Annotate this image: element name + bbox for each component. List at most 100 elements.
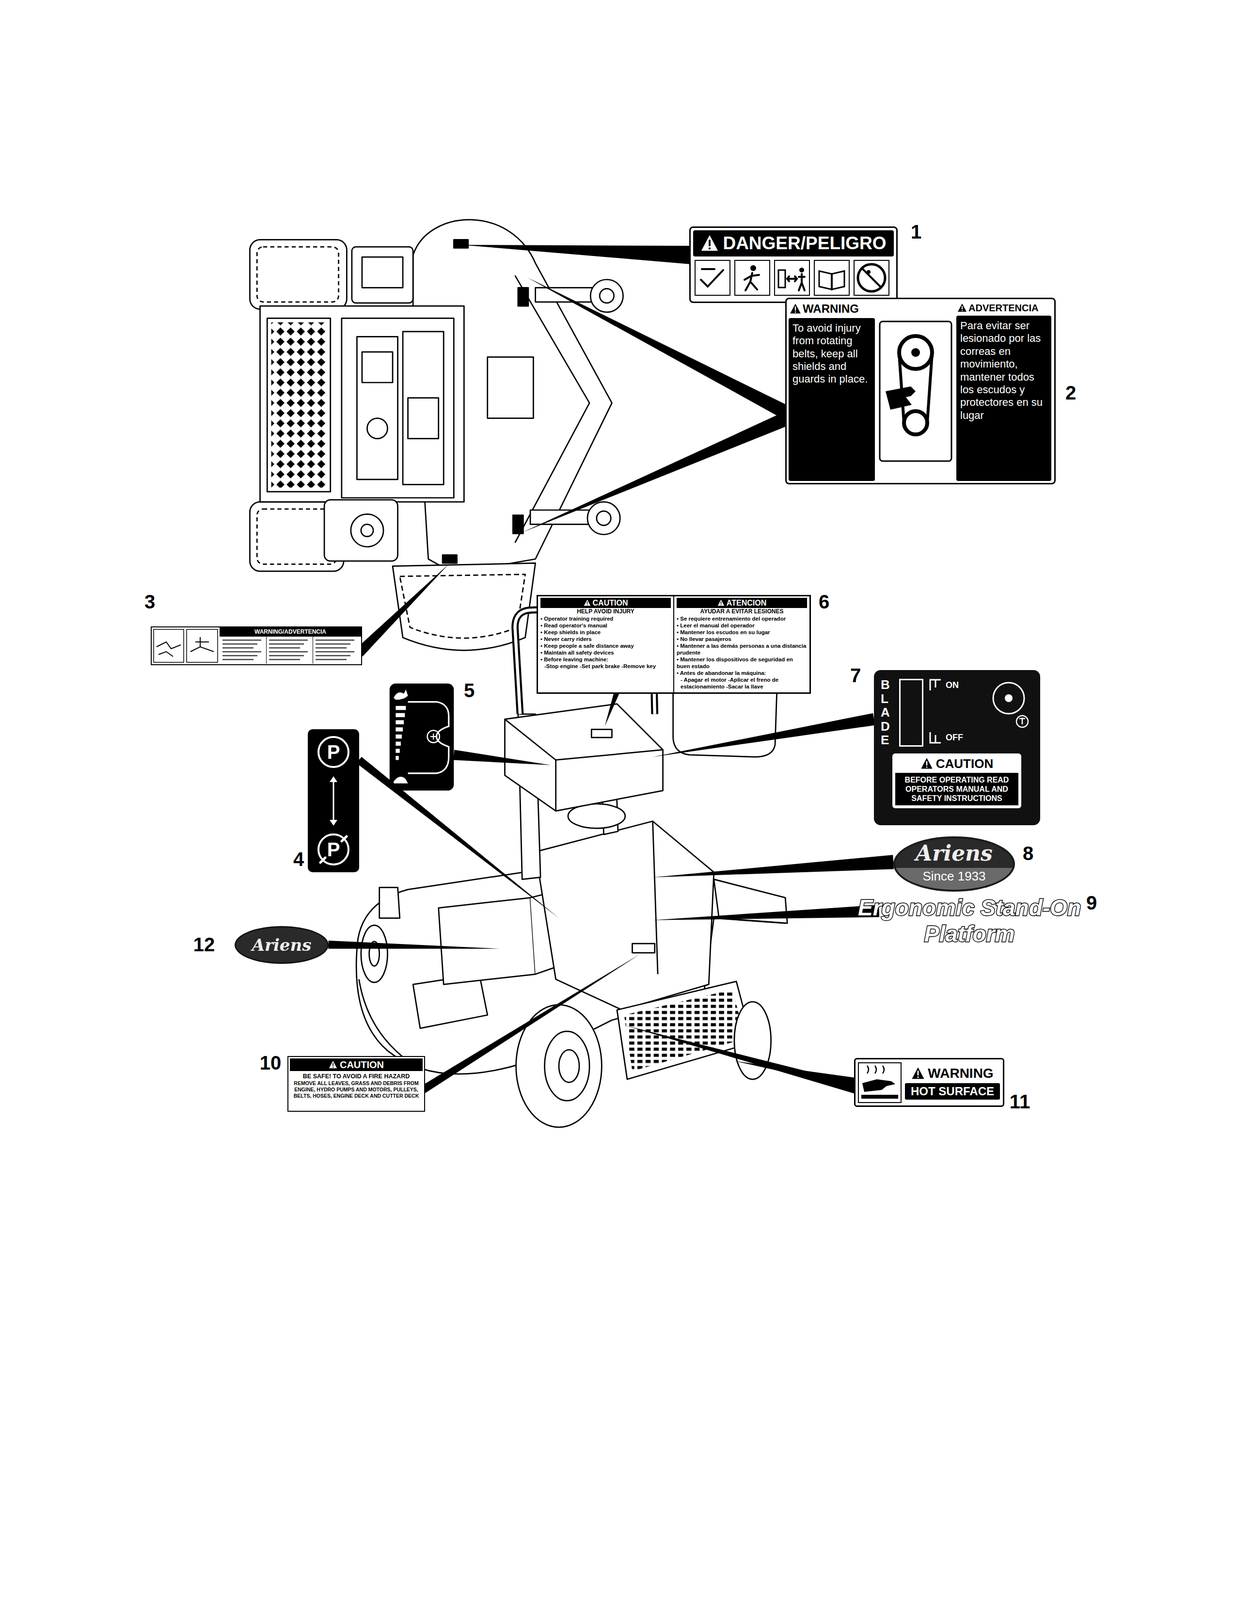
mower-top-view — [271, 322, 327, 488]
pictogram — [857, 264, 886, 292]
blade-switch-decal: BLADEONOFFCAUTIONBEFORE OPERATING READ O… — [873, 669, 1041, 825]
mower-side-view — [504, 718, 663, 760]
pictogram — [700, 269, 724, 287]
decal-heading: WARNING — [927, 1064, 994, 1082]
mower-top-view — [408, 397, 439, 439]
mower-top-view — [351, 246, 413, 303]
mower-top-view — [596, 510, 611, 525]
mower-side-view — [544, 1030, 590, 1101]
bullet-text: • Read operator's manual — [540, 621, 671, 629]
park-letter: P — [317, 833, 350, 866]
warning-triangle — [957, 302, 967, 313]
fine-print — [269, 647, 301, 649]
warning-triangle — [925, 766, 928, 768]
double-arrow — [332, 777, 335, 824]
leader-line — [328, 244, 894, 1094]
decal-body-text: Para evitar ser lesionado por las correa… — [960, 319, 1048, 422]
leader-line — [460, 244, 692, 265]
callout-number: 2 — [1051, 380, 1091, 405]
mower-side-view — [379, 887, 400, 918]
decal-column: ADVERTENCIA Para evitar ser lesionado por… — [956, 301, 1052, 481]
decal-heading: WARNING — [802, 301, 859, 317]
header-row: CAUTION — [895, 756, 1019, 771]
leader-line — [652, 854, 894, 877]
fine-print — [266, 636, 267, 664]
warning-triangle — [717, 599, 725, 606]
bullet-text: • Keep people a safe distance away — [540, 642, 671, 650]
mower-side-view — [504, 703, 663, 811]
mower-top-view — [362, 351, 393, 383]
decal-heading: ATENCION — [726, 598, 767, 608]
decal-heading: DANGER/PELIGRO — [722, 232, 887, 255]
warning-triangle — [917, 1070, 920, 1076]
decal-subheading: BE SAFE! TO AVOID A FIRE HAZARD — [289, 1072, 423, 1080]
key-symbol — [984, 676, 1033, 730]
decal-heading: ADVERTENCIA — [968, 301, 1039, 314]
warning-triangle — [700, 234, 719, 253]
park-letter: P — [317, 735, 350, 768]
mower-top-view — [587, 501, 620, 535]
fine-print — [219, 636, 360, 664]
belt-pictogram — [876, 318, 955, 464]
fine-print — [269, 654, 304, 657]
decal-body: Para evitar ser lesionado por las correa… — [956, 315, 1052, 481]
warning-triangle — [717, 599, 725, 607]
warning-triangle — [957, 303, 967, 312]
pictogram — [819, 270, 845, 290]
mower-top-view — [512, 515, 523, 534]
throttle-decal — [408, 701, 449, 774]
warning-triangle — [911, 1066, 925, 1080]
pictogram-frame — [774, 260, 810, 296]
key-symbol — [1004, 694, 1013, 702]
decal-heading: CAUTION — [592, 598, 629, 608]
bullet-text: • Before leaving machine: — [540, 655, 671, 663]
mower-top-view — [453, 239, 468, 248]
leader-line — [421, 953, 641, 1093]
header-band: DANGER/PELIGRO — [693, 230, 894, 257]
callout-number: 10 — [251, 1050, 290, 1075]
warning-triangle — [789, 302, 802, 315]
pictogram — [861, 268, 882, 288]
warning-triangle — [961, 305, 963, 310]
warning-triangle — [328, 1060, 338, 1069]
mower-top-view — [256, 246, 339, 302]
fire-caution-decal: CAUTIONBE SAFE! TO AVOID A FIRE HAZARDRE… — [287, 1055, 426, 1112]
warning-triangle — [586, 604, 588, 606]
mower-top-view — [267, 317, 331, 492]
blade-label: BLADE — [880, 677, 894, 747]
callout-number: 8 — [1008, 841, 1048, 865]
leader-line — [652, 904, 880, 920]
pictogram — [798, 273, 805, 291]
mower-top-view — [356, 336, 398, 480]
mower-top-view — [590, 279, 623, 312]
fine-print — [315, 643, 351, 645]
pictogram — [799, 267, 805, 273]
bullet-text: • Mantener los dispositivos de seguridad… — [676, 655, 808, 670]
warning-pictograms — [153, 629, 184, 663]
throttle-decal — [427, 729, 440, 743]
warning-decal: WARNING/ADVERTENCIA — [150, 626, 363, 666]
mower-side-view — [359, 979, 409, 1061]
hot-surface-pictogram — [857, 1061, 903, 1104]
warning-triangle — [912, 1066, 925, 1079]
warning-triangle — [332, 1062, 334, 1066]
safety-pictograms — [693, 258, 892, 299]
belt-warning-decal: WARNINGTo avoid injury from rotating bel… — [785, 297, 1056, 485]
bullet-text: • Mantener los escudos en su lugar — [676, 628, 808, 636]
warning-triangle — [920, 757, 934, 770]
header-band: CAUTION — [289, 1058, 423, 1071]
header-band: CAUTION — [540, 597, 671, 608]
mower-side-view — [554, 759, 557, 811]
throttle-decal — [393, 776, 408, 784]
switch-symbol — [930, 679, 941, 691]
pictogram-frame — [854, 260, 889, 296]
fine-print — [315, 654, 351, 657]
switch-symbol — [928, 677, 943, 693]
warning-pictograms — [156, 641, 181, 657]
warning-triangle — [709, 247, 712, 250]
hot-surface-pictogram — [867, 1065, 885, 1074]
leader-line — [652, 713, 876, 757]
mower-top-view — [341, 317, 454, 498]
callout-number: 5 — [449, 678, 489, 702]
